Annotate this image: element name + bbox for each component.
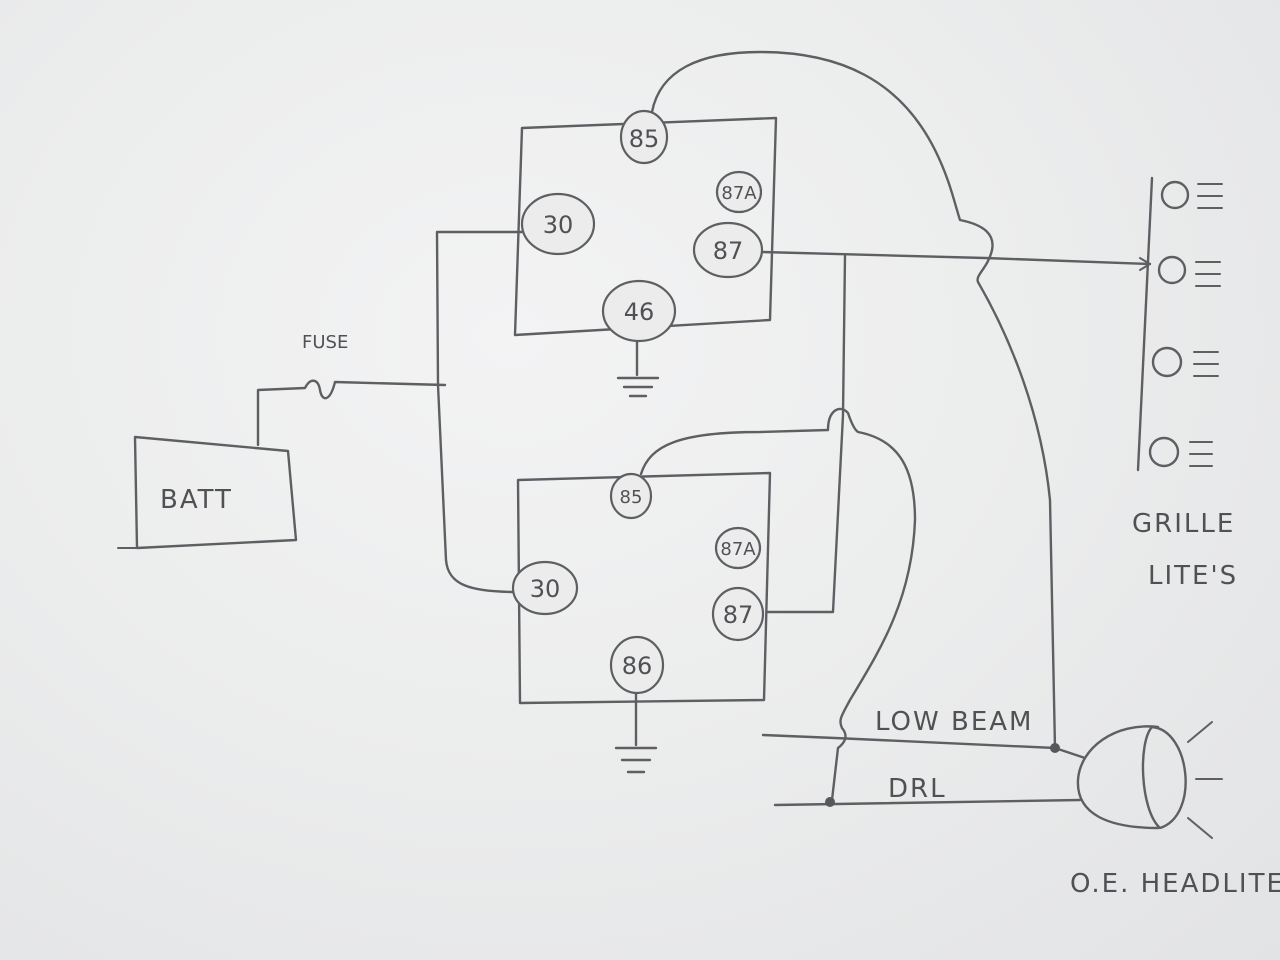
drl-label: DRL (888, 774, 947, 804)
fuse: FUSE (256, 332, 447, 447)
battery: BATT (117, 435, 298, 550)
grille-light-1 (1160, 180, 1223, 210)
headlight: O.E. HEADLITE (1070, 721, 1280, 899)
headlight-label: O.E. HEADLITE (1070, 869, 1280, 899)
relay-bottom-pin-87 (711, 586, 765, 642)
top-relay-trigger-wire (650, 50, 1057, 750)
relay-bottom-pin-87a (714, 526, 762, 570)
relay-bottom: 85 87A 30 87 86 (511, 471, 772, 774)
battery-label: BATT (160, 485, 233, 515)
relay-top-pin-87-label: 87 (713, 237, 744, 265)
low-beam-splice-dot (1050, 743, 1060, 753)
grille-light-2 (1157, 255, 1221, 287)
relay-top-pin-30-label: 30 (543, 211, 574, 239)
relay-top-pin-30 (520, 192, 596, 256)
grille-feed-wire (760, 250, 1152, 266)
relay-top: 85 87A 30 87 46 (513, 109, 778, 398)
relay-top-pin-87a-label: 87A (721, 183, 757, 204)
relay-bottom-pin-86-label: 86 (622, 652, 653, 680)
relay-top-pin-87a (715, 170, 763, 214)
output-junction-wire (766, 253, 847, 614)
relay-bottom-pin-85-label: 85 (620, 487, 643, 508)
bottom-relay-trigger-wire (639, 407, 917, 802)
relay-top-pin-86-label: 46 (624, 298, 655, 326)
relay-bottom-pin-87-label: 87 (723, 601, 754, 629)
relay-bottom-pin-87a-label: 87A (720, 539, 756, 560)
grille-label-line2: LITE'S (1148, 561, 1238, 591)
grille-lights: GRILLE LITE'S (1132, 176, 1238, 591)
relay-bottom-pin-30 (511, 560, 579, 616)
grille-light-4 (1148, 436, 1213, 468)
relay-top-pin-87 (692, 221, 764, 279)
relay-top-pin-85-label: 85 (629, 125, 660, 153)
feed-bus-wire (435, 230, 527, 594)
fuse-label: FUSE (302, 332, 348, 353)
drl-splice-dot (825, 797, 835, 807)
relay-bottom-pin-86 (609, 635, 665, 695)
low-beam-label: LOW BEAM (875, 707, 1033, 737)
relay-top-pin-85 (619, 109, 669, 165)
low-beam-wire (761, 733, 1087, 760)
grille-label-line1: GRILLE (1132, 509, 1235, 539)
relay-top-pin-86 (601, 279, 677, 343)
grille-light-3 (1151, 346, 1219, 378)
relay-bottom-pin-30-label: 30 (530, 575, 561, 603)
relay-bottom-pin-85 (609, 472, 653, 520)
